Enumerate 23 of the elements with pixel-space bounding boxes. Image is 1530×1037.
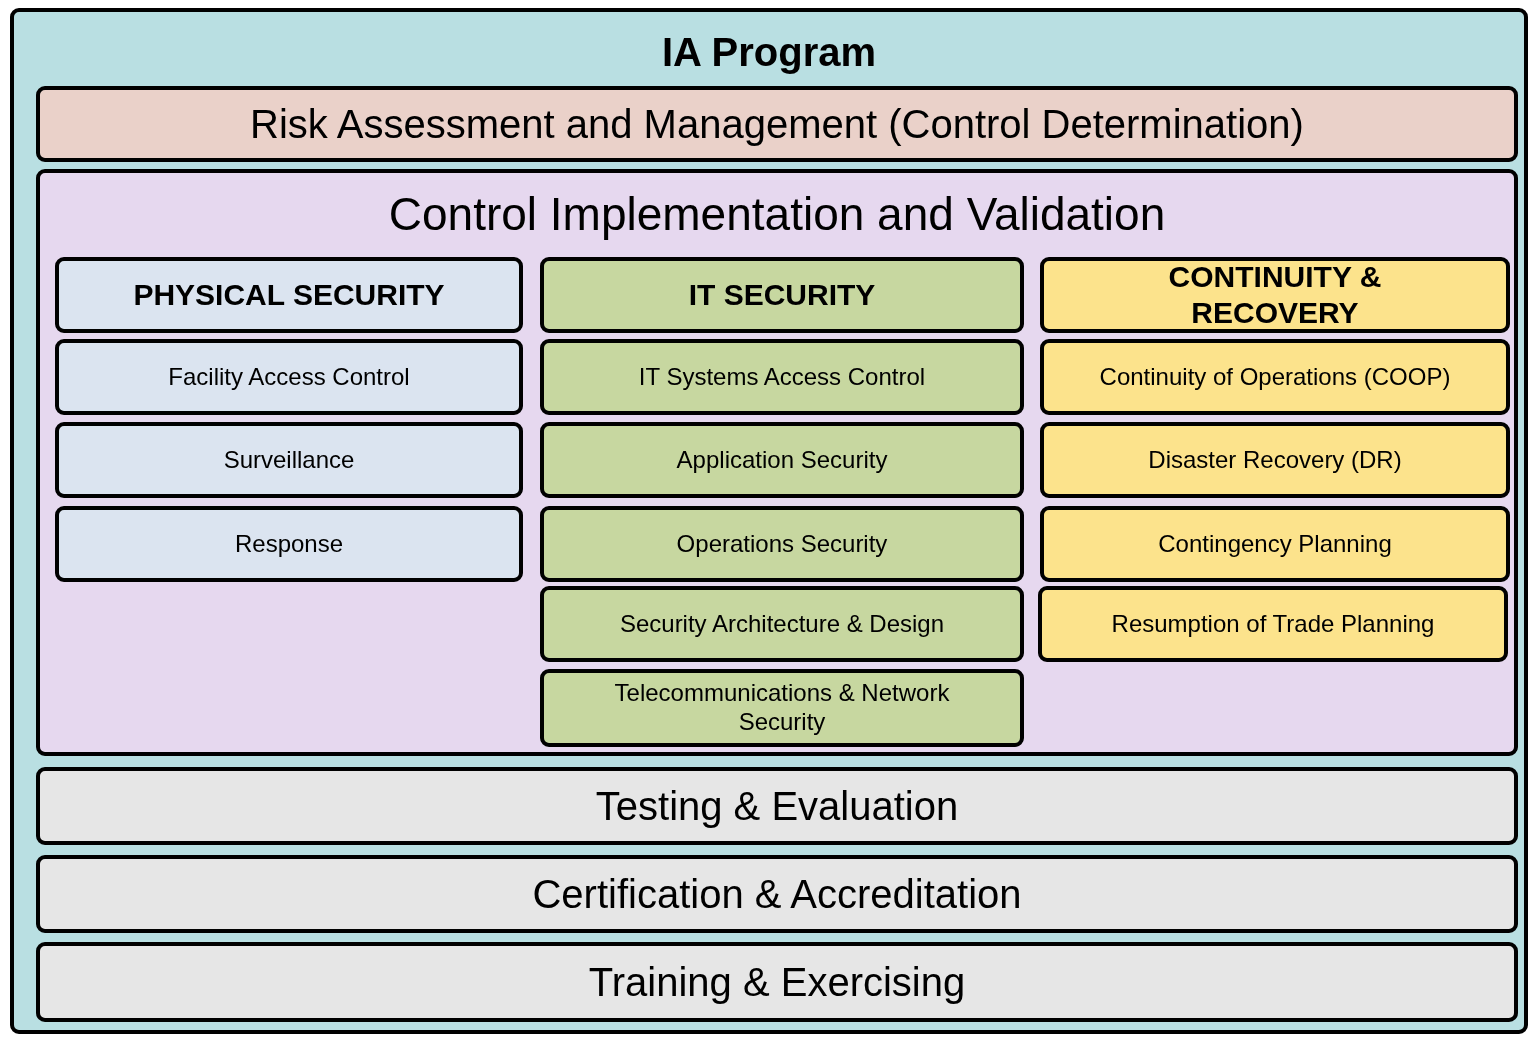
component-box: Security Architecture & Design — [540, 586, 1024, 662]
program-panel — [10, 8, 1528, 1034]
component-box: IT Systems Access Control — [540, 339, 1024, 415]
panel-heading: Control Implementation and Validation — [388, 187, 1166, 241]
component-box: Contingency Planning — [1040, 506, 1510, 582]
phase-bar: Risk Assessment and Management (Control Determination) — [36, 86, 1518, 162]
section-panel — [36, 169, 1518, 756]
component-box: Application Security — [540, 422, 1024, 498]
component-box: Continuity of Operations (COOP) — [1040, 339, 1510, 415]
component-box: Response — [55, 506, 523, 582]
category-header: PHYSICAL SECURITY — [55, 257, 523, 333]
panel-heading: IA Program — [661, 30, 877, 75]
category-header: CONTINUITY & RECOVERY — [1040, 257, 1510, 333]
component-box: Telecommunications & Network Security — [540, 669, 1024, 747]
phase-bar: Testing & Evaluation — [36, 767, 1518, 845]
phase-bar: Training & Exercising — [36, 942, 1518, 1022]
phase-bar: Certification & Accreditation — [36, 855, 1518, 933]
component-box: Resumption of Trade Planning — [1038, 586, 1508, 662]
component-box: Operations Security — [540, 506, 1024, 582]
component-box: Facility Access Control — [55, 339, 523, 415]
component-box: Disaster Recovery (DR) — [1040, 422, 1510, 498]
category-header: IT SECURITY — [540, 257, 1024, 333]
component-box: Surveillance — [55, 422, 523, 498]
